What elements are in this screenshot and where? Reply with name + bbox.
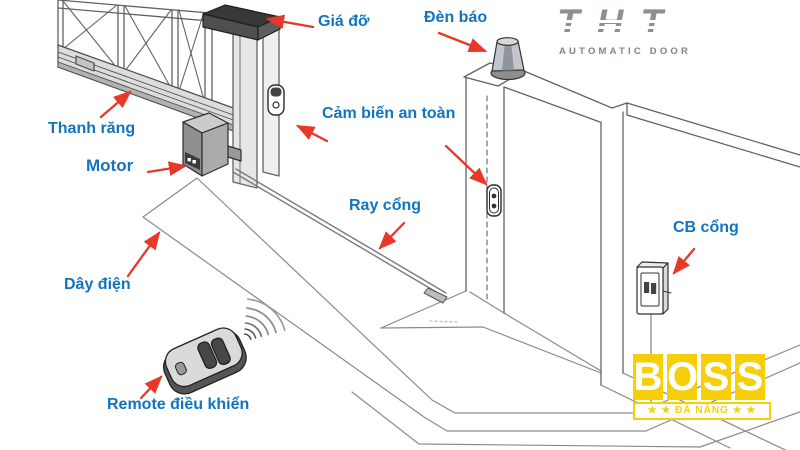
warning-lamp — [490, 37, 526, 81]
label-thanh-rang: Thanh răng — [48, 120, 136, 137]
label-den-bao: Đèn báo — [424, 9, 488, 26]
boss-logo-location: ★ ★ ĐÀ NẴNG ★ ★ — [633, 402, 771, 420]
label-motor: Motor — [86, 156, 134, 175]
remote-control — [162, 298, 286, 395]
label-day-dien: Dây điện — [64, 276, 131, 293]
boss-letter: S — [701, 354, 731, 400]
boss-letter: S — [735, 354, 765, 400]
annotation-arrows — [99, 14, 696, 400]
tht-logo: THT AUTOMATIC DOOR — [545, 2, 695, 60]
label-ray-cong: Ray cổng — [349, 197, 422, 214]
gate-panel — [57, 0, 234, 104]
wall — [503, 70, 800, 386]
top-bracket — [202, 4, 281, 41]
boss-logo-tiles: B O S S — [633, 354, 771, 400]
boss-logo: B O S S ★ ★ ĐÀ NẴNG ★ ★ — [633, 354, 771, 420]
tht-stripe — [545, 32, 695, 35]
tht-stripe — [545, 38, 695, 41]
safety-sensor-2 — [486, 184, 502, 217]
boss-letter: O — [667, 354, 697, 400]
signal-waves-icon — [243, 298, 286, 340]
motor-unit — [182, 112, 242, 177]
label-remote-dieu-khien: Remote điều khiển — [107, 396, 250, 413]
label-cam-bien-an-toan: Cảm biến an toàn — [322, 105, 456, 122]
circuit-breaker-box — [636, 261, 672, 411]
tht-stripe — [545, 26, 695, 29]
label-gia-do: Giá đỡ — [318, 13, 370, 30]
tht-logo-tagline: AUTOMATIC DOOR — [559, 46, 692, 57]
gate-rail — [232, 168, 448, 304]
tht-stripe — [545, 20, 695, 23]
safety-sensor-1 — [267, 84, 285, 116]
boss-letter: B — [633, 354, 663, 400]
label-cb-cong: CB cổng — [673, 219, 739, 236]
